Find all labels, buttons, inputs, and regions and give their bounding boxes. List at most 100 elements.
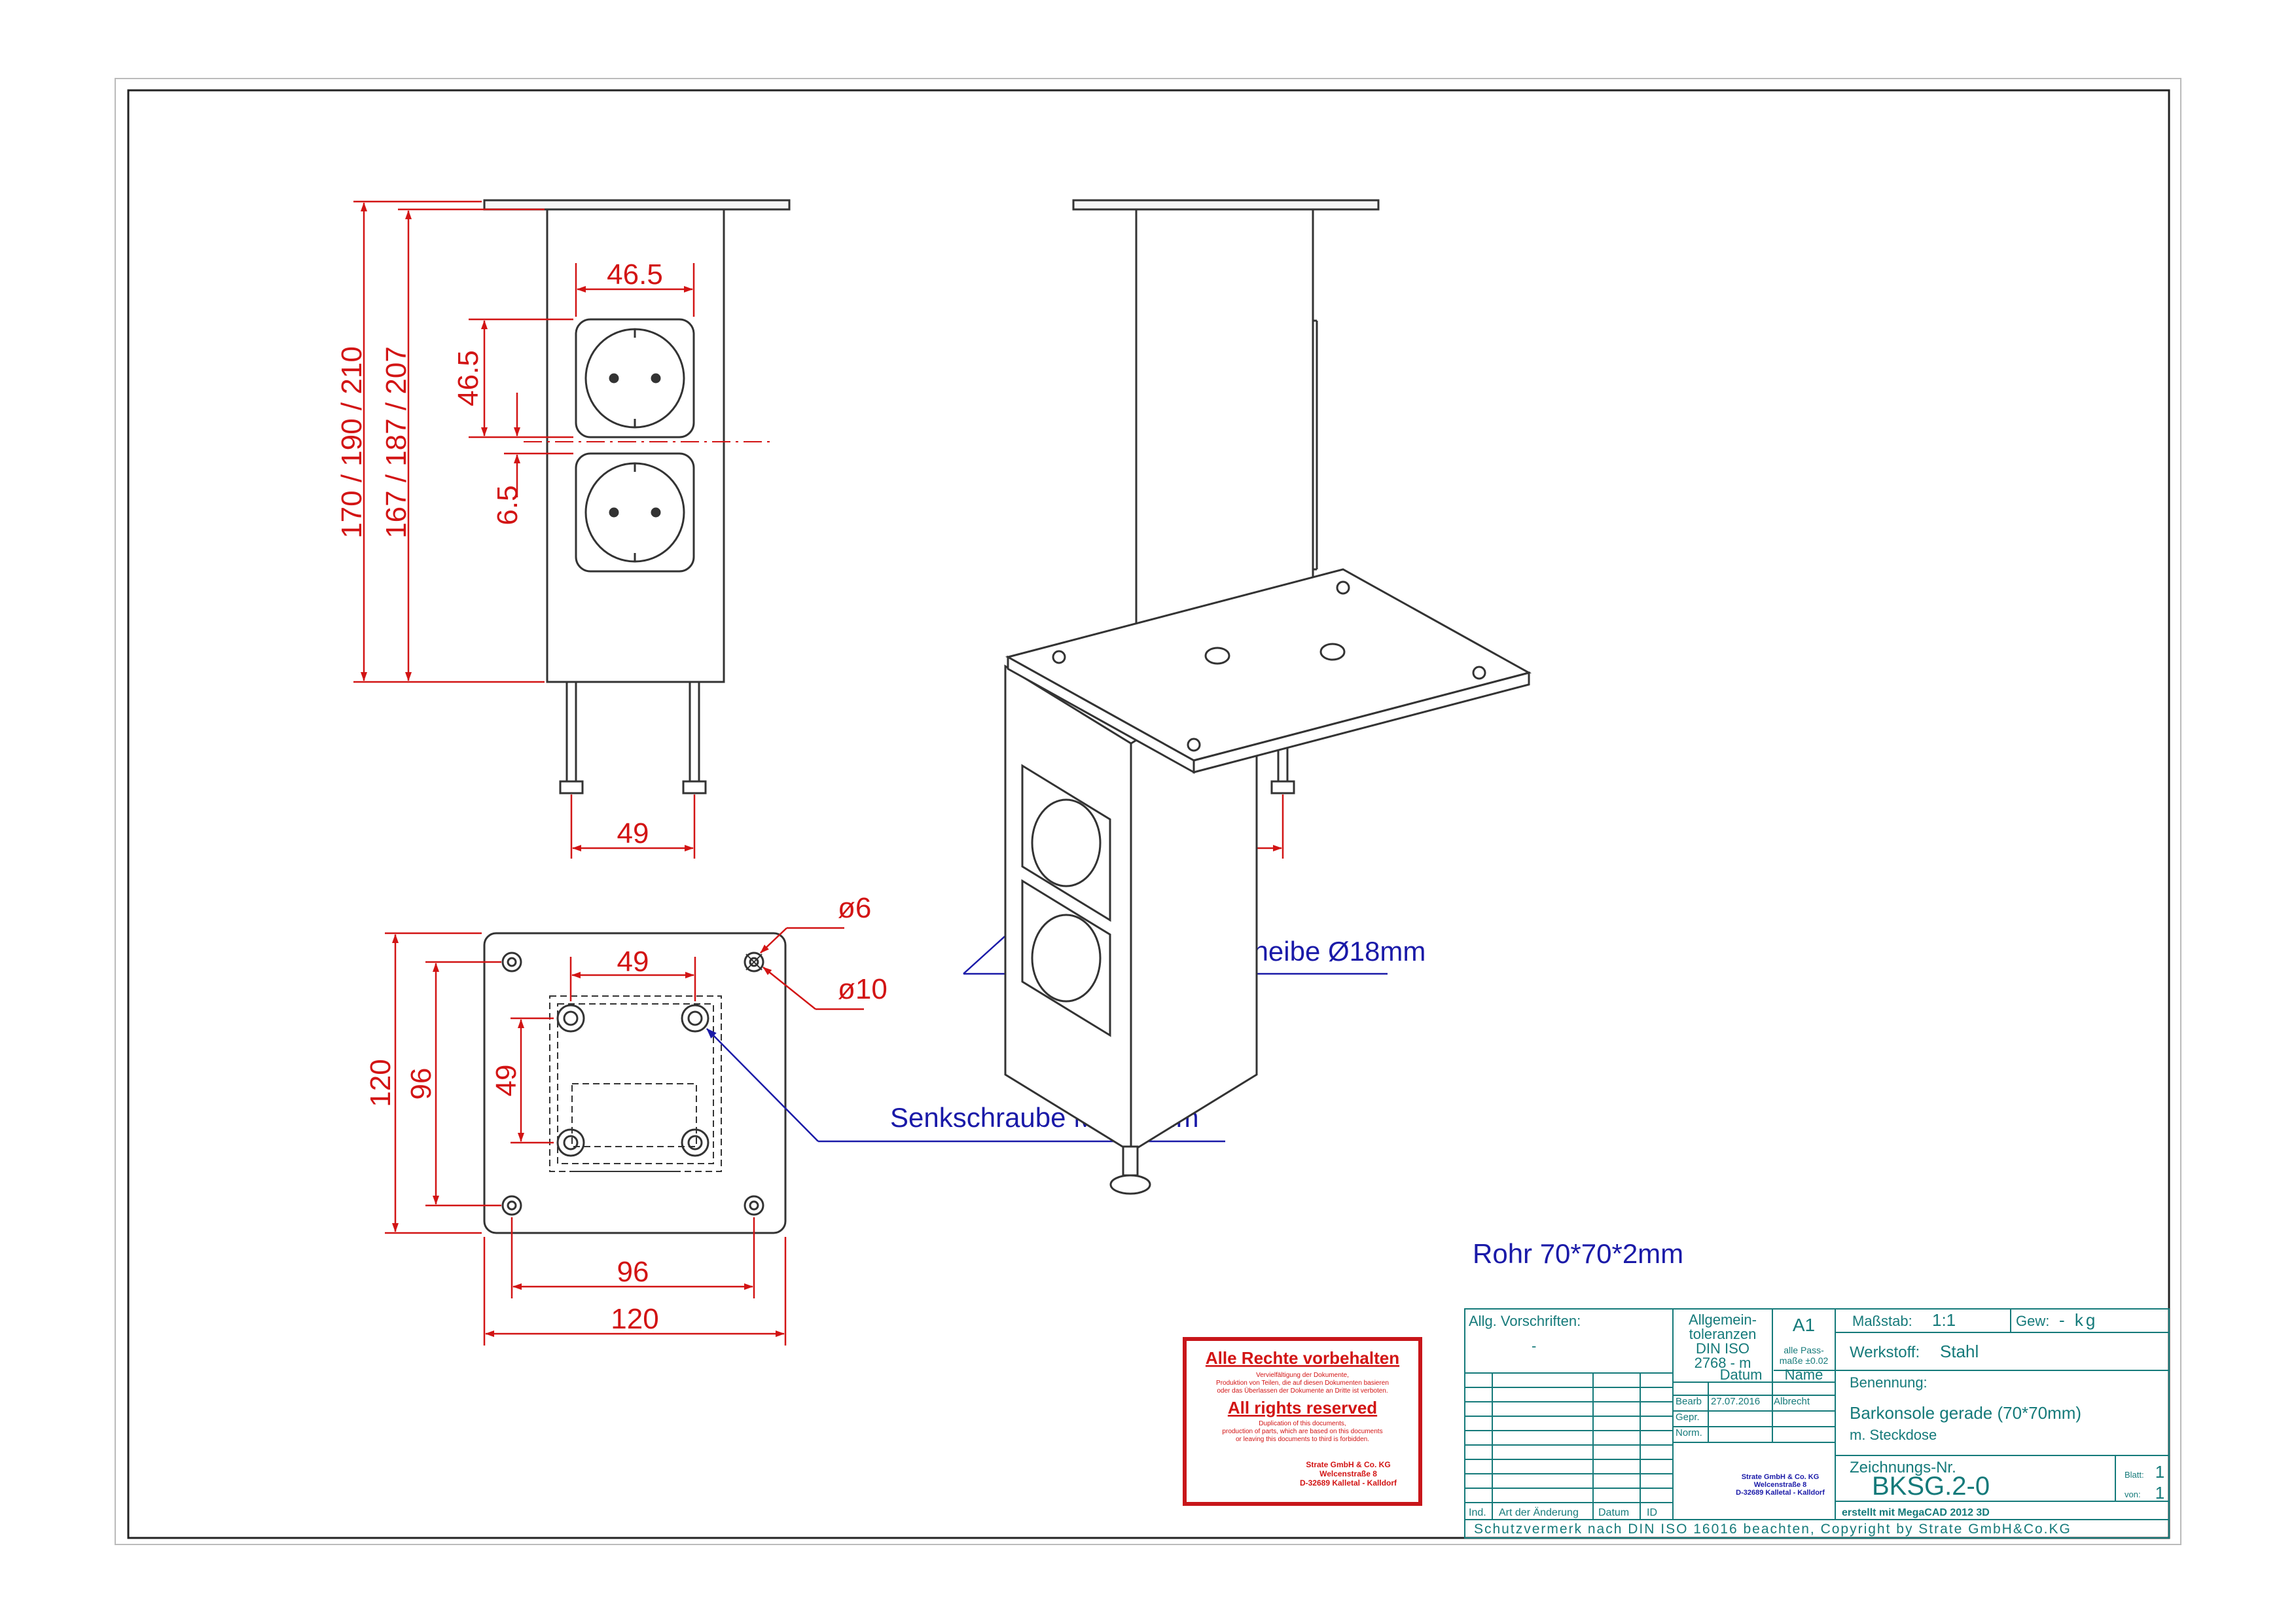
tb-of-label: von:: [2125, 1489, 2141, 1499]
iso-foot: [1109, 1174, 1151, 1195]
socket-box-dashed: [571, 1083, 697, 1147]
dim-hole-spacing-h: 96: [617, 1256, 649, 1288]
tb-drawing-no-label: Zeichnungs-Nr.: [1850, 1459, 1956, 1476]
rights-text-de-1: Vervielfältigung der Dokumente,: [1256, 1372, 1349, 1379]
dim-socket-height: 46.5: [452, 350, 484, 406]
screw-top-left: [556, 1004, 585, 1033]
tb-tolerances-2: toleranzen: [1689, 1326, 1757, 1342]
socket-lower-pin-left: [609, 507, 619, 518]
tb-sheet-label: Blatt:: [2125, 1470, 2144, 1480]
tb-fit-note-2: maße ±0.02: [1780, 1355, 1829, 1366]
dim-plate-height: 120: [365, 1059, 397, 1107]
bottom-plate: [483, 932, 787, 1234]
iso-socket-upper-face: [1031, 798, 1102, 887]
dim-hole-spacing-v: 96: [405, 1068, 437, 1100]
socket-upper-pin-right: [651, 373, 661, 383]
rights-box: Alle Rechte vorbehalten Vervielfältigung…: [1183, 1337, 1422, 1506]
rights-company: Strate GmbH & Co. KG: [1306, 1460, 1390, 1469]
front-nut-right: [682, 780, 707, 794]
outer-frame: [115, 78, 2181, 1545]
mounting-hole-top-right: [744, 952, 764, 972]
tb-weight-label: Gew:: [2016, 1313, 2049, 1329]
rights-text-en-2: production of parts, which are based on …: [1222, 1428, 1382, 1435]
tb-drawn-name: Albrecht: [1774, 1396, 1810, 1407]
tb-row-drawn: Bearb: [1676, 1396, 1702, 1407]
dim-front-leg-spacing: 49: [617, 817, 649, 849]
iso-plate-hole-2: [1336, 580, 1350, 595]
tb-designation-label: Benennung:: [1850, 1374, 1928, 1391]
tb-company: Strate GmbH & Co. KG: [1742, 1473, 1820, 1481]
tb-row-checked: Gepr.: [1676, 1412, 1700, 1423]
rights-title-en: All rights reserved: [1228, 1398, 1377, 1418]
tb-rev-id: ID: [1647, 1507, 1657, 1518]
bottom-view: [483, 932, 787, 1234]
socket-lower: [575, 452, 695, 573]
iso-socket-upper: [1021, 764, 1111, 922]
front-dimensions: [353, 200, 696, 859]
tb-date-header: Datum: [1720, 1366, 1763, 1383]
mounting-hole-bottom-left: [501, 1195, 522, 1216]
tb-city: D-32689 Kalletal - Kalldorf: [1736, 1489, 1825, 1497]
socket-upper: [575, 318, 695, 438]
rights-street: Welcenstraße 8: [1319, 1469, 1377, 1478]
isometric-view: [1004, 568, 1532, 1195]
tb-designation-2: m. Steckdose: [1850, 1427, 1937, 1443]
dim-hole-small: ø6: [838, 892, 871, 924]
front-tube: [546, 208, 725, 683]
iso-plate-hole-1: [1052, 650, 1066, 664]
tb-material-label: Werkstoff:: [1850, 1344, 1920, 1361]
bottom-dimension-labels: 49 49 120 96 96 120 ø6 ø10: [365, 892, 888, 1335]
side-nut-right: [1270, 780, 1295, 794]
dim-screw-spacing-h: 49: [617, 946, 649, 978]
tb-drawing-no: BKSG.2-0: [1872, 1472, 1990, 1501]
dim-inner-height: 167 / 187 / 207: [380, 346, 412, 539]
iso-plate-hole-4: [1187, 738, 1201, 752]
tb-paper-size: A1: [1793, 1315, 1815, 1335]
screw-bottom-right: [681, 1128, 709, 1157]
dim-plate-width: 120: [611, 1303, 658, 1335]
tb-general-rules-value: -: [1532, 1338, 1536, 1354]
tb-tolerances-3: DIN ISO: [1696, 1340, 1749, 1357]
front-leg-left: [565, 681, 577, 783]
tb-protection: Schutzvermerk nach DIN ISO 16016 beachte…: [1474, 1522, 2072, 1537]
mounting-hole-top-left: [501, 952, 522, 972]
iso-screw-2: [1319, 643, 1346, 661]
rights-text-de-3: oder das Überlassen der Dokumente an Dri…: [1217, 1387, 1388, 1395]
front-view: [483, 199, 791, 794]
tb-designation-1: Barkonsole gerade (70*70mm): [1850, 1403, 2081, 1423]
tb-sheet-value: 1: [2155, 1462, 2164, 1482]
screw-callout-leader: [706, 1028, 1225, 1143]
tb-software: erstellt mit MegaCAD 2012 3D: [1842, 1507, 1990, 1518]
front-leg-right: [689, 681, 700, 783]
tb-row-norm: Norm.: [1676, 1427, 1702, 1438]
rights-city: D-32689 Kalletal - Kalldorf: [1300, 1478, 1397, 1488]
front-nut-left: [559, 780, 584, 794]
tb-tolerances-1: Allgemein-: [1689, 1311, 1757, 1328]
tb-of-value: 1: [2155, 1483, 2164, 1503]
screw-bottom-left: [556, 1128, 585, 1157]
iso-plate-hole-3: [1472, 666, 1486, 680]
front-dimension-labels: 170 / 190 / 210 167 / 187 / 207 46.5 46.…: [336, 259, 663, 849]
screw-top-right: [681, 1004, 709, 1033]
tb-fit-note-1: alle Pass-: [1784, 1345, 1824, 1355]
socket-upper-face: [584, 328, 685, 429]
tb-rev-index: Ind.: [1469, 1507, 1486, 1518]
iso-socket-lower-face: [1031, 914, 1102, 1003]
tb-drawn-date: 27.07.2016: [1711, 1396, 1760, 1407]
tb-material-value: Stahl: [1940, 1342, 1979, 1361]
iso-leg: [1122, 1145, 1139, 1177]
socket-lower-pin-right: [651, 507, 661, 518]
dim-outer-height: 170 / 190 / 210: [336, 346, 368, 539]
iso-top-plate-side-right: [1193, 671, 1530, 774]
tb-street: Welcenstraße 8: [1754, 1481, 1807, 1489]
title-block: Allg. Vorschriften: - Allgemein- toleran…: [1464, 1308, 2170, 1539]
tb-general-rules-label: Allg. Vorschriften:: [1469, 1313, 1581, 1329]
socket-lower-face: [584, 462, 685, 563]
iso-screw-1: [1204, 647, 1230, 665]
side-top-plate: [1072, 199, 1380, 211]
iso-socket-lower: [1021, 879, 1111, 1037]
rights-title-de: Alle Rechte vorbehalten: [1206, 1348, 1399, 1368]
bottom-dimensions: [385, 927, 864, 1346]
rights-text-en-3: or leaving this documents to third is fo…: [1236, 1436, 1369, 1443]
